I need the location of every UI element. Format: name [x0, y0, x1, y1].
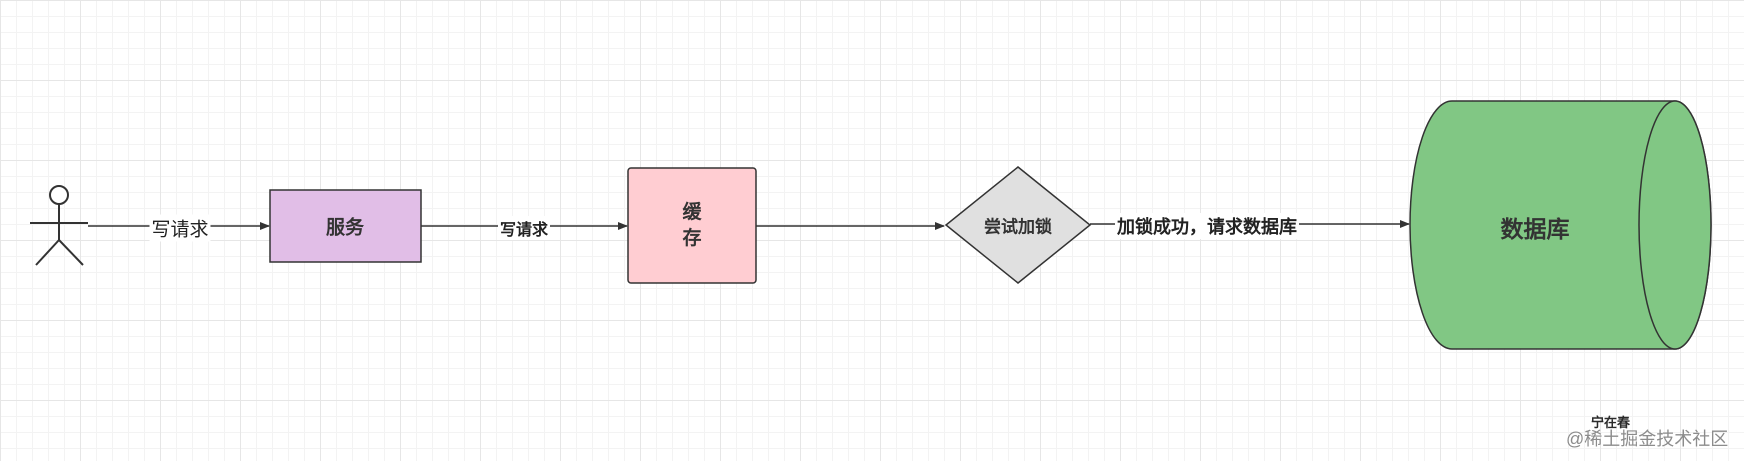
decision-label: 尝试加锁 — [984, 217, 1052, 237]
service-label: 服务 — [325, 217, 365, 239]
edge-label-lock-success: 加锁成功，请求数据库 — [1115, 213, 1299, 239]
edge-label-write-request-1: 写请求 — [149, 214, 211, 242]
actor-figure[interactable] — [30, 185, 88, 266]
cache-node[interactable] — [627, 167, 757, 284]
watermark-site[interactable]: @稀土掘金技术社区 — [1566, 429, 1729, 449]
decision-node[interactable] — [944, 166, 1092, 284]
cache-label: 缓存 — [682, 202, 702, 249]
edge-label-write-request-2: 写请求 — [497, 216, 551, 240]
database-node[interactable] — [1409, 100, 1712, 350]
watermark-author: 宁在春 — [1591, 415, 1631, 430]
database-label: 数据库 — [1500, 216, 1570, 242]
service-node[interactable] — [269, 189, 422, 263]
